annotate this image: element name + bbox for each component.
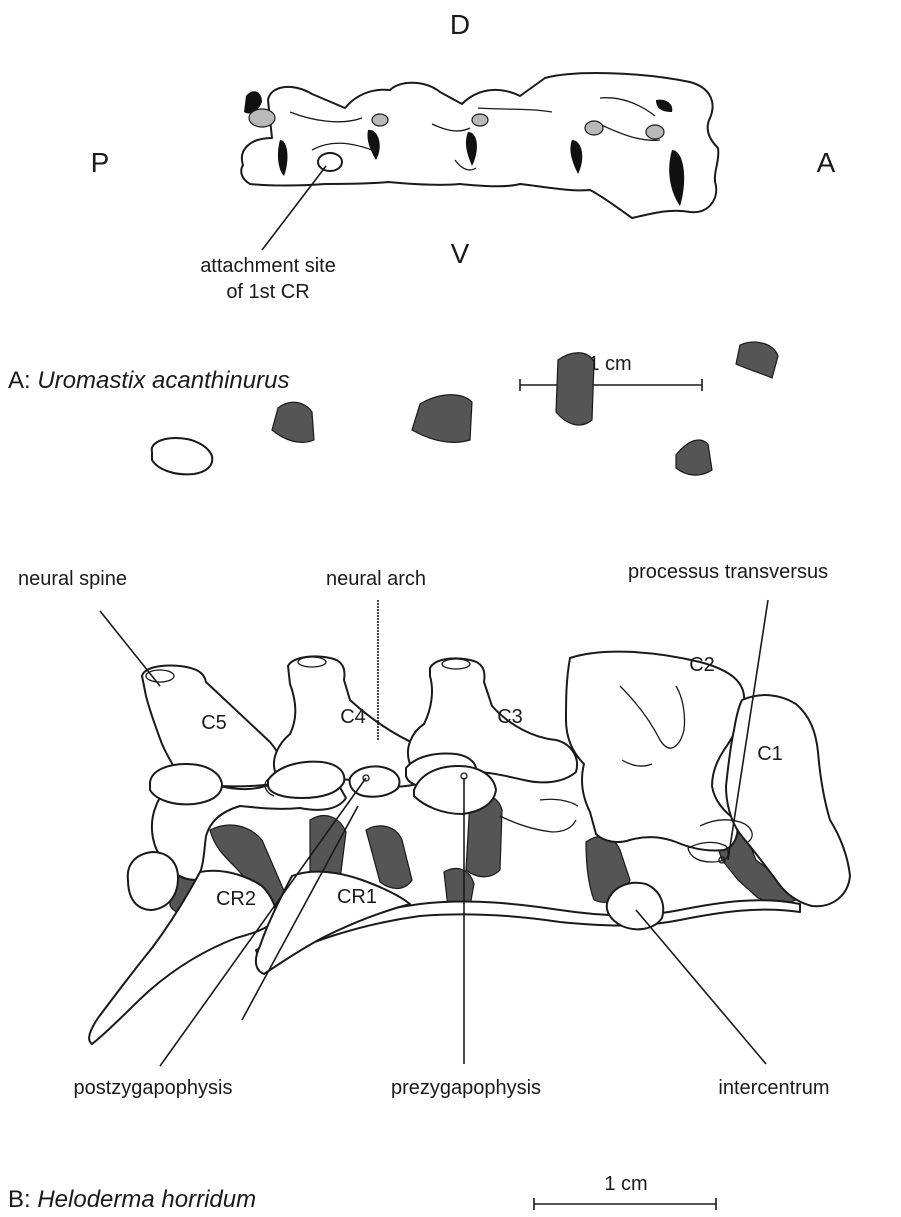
neural-spine-leader-line [100,611,160,686]
panel-a-caption-species: Uromastix acanthinurus [37,367,289,394]
panel-b-caption-species: Heloderma horridum [37,1186,256,1213]
orientation-anterior: A [817,147,836,178]
vertebra-c3-label: C3 [497,706,523,728]
panel-a-caption: A: Uromastix acanthinurus [8,367,289,394]
rib-cr2-label: CR2 [216,888,256,910]
attachment-site-label-line1: attachment site [200,255,336,277]
postzygapophysis-label: postzygapophysis [74,1077,233,1099]
panel-b-caption-prefix: B: [8,1186,37,1213]
panel-b-scale-bar [534,1198,716,1210]
postzygapophysis-lobe [350,766,400,796]
panel-a-caption-prefix: A: [8,367,37,394]
panel-a: D V P A attachment site of 1st CR A: Uro… [8,9,836,394]
rib-cr1-label: CR1 [337,886,377,908]
processus-transversus-label: processus transversus [628,561,828,583]
vertebra-c4-label: C4 [340,706,366,728]
attachment-site-label-line2: of 1st CR [226,281,309,303]
intercentrum-outline [607,883,663,929]
orientation-dorsal: D [450,9,470,40]
vertebra-c2-label: C2 [689,654,715,676]
panel-a-vertebral-column [241,73,718,218]
panel-a-scale-bar [520,379,702,391]
panel-b-caption: B: Heloderma horridum [8,1186,256,1213]
c5-zygapophysis-lobe [150,764,222,804]
panel-b-scale-label: 1 cm [604,1173,647,1195]
neural-spine-label: neural spine [18,568,127,590]
intercentrum-leader-line [636,910,766,1064]
vertebra-c1-label: C1 [757,743,783,765]
orientation-ventral: V [451,238,470,269]
prezygapophysis-label: prezygapophysis [391,1077,541,1099]
panel-a-scale-label: 1 cm [588,353,631,375]
posterior-condyle-outline [128,852,178,910]
orientation-posterior: P [91,147,110,178]
neural-arch-label: neural arch [326,568,426,590]
vertebra-c5-label: C5 [201,712,227,734]
intercentrum-label: intercentrum [718,1077,829,1099]
panel-b: C5 C4 C3 C2 C1 CR2 CR1 neural spine neur… [8,342,850,1213]
